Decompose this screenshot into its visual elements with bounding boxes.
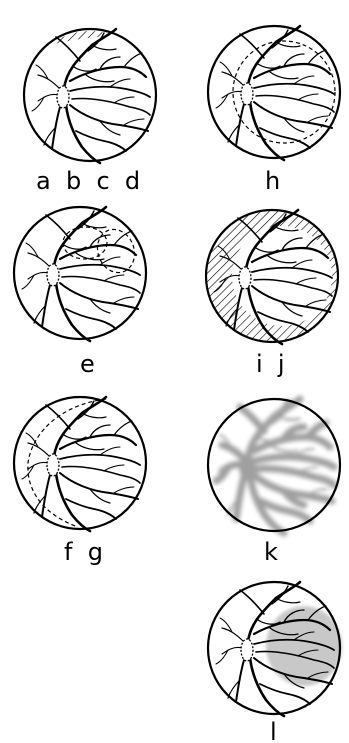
label-h: h <box>265 167 280 195</box>
fundus-panel-h <box>208 26 340 160</box>
fundus-panel-l <box>208 582 342 716</box>
fundus-panel-abcd <box>24 25 160 163</box>
label-k: k <box>264 538 278 566</box>
fundus-panel-e <box>14 207 146 341</box>
label-ij: i j <box>256 350 285 378</box>
label-l: l <box>270 718 277 743</box>
label-e: e <box>80 350 95 378</box>
fundus-panel-ij <box>206 210 338 344</box>
label-abcd: a b c d <box>36 167 140 195</box>
label-fg: f g <box>64 538 103 566</box>
fundus-panel-fg <box>14 397 146 531</box>
fundus-panel-k <box>208 399 340 533</box>
